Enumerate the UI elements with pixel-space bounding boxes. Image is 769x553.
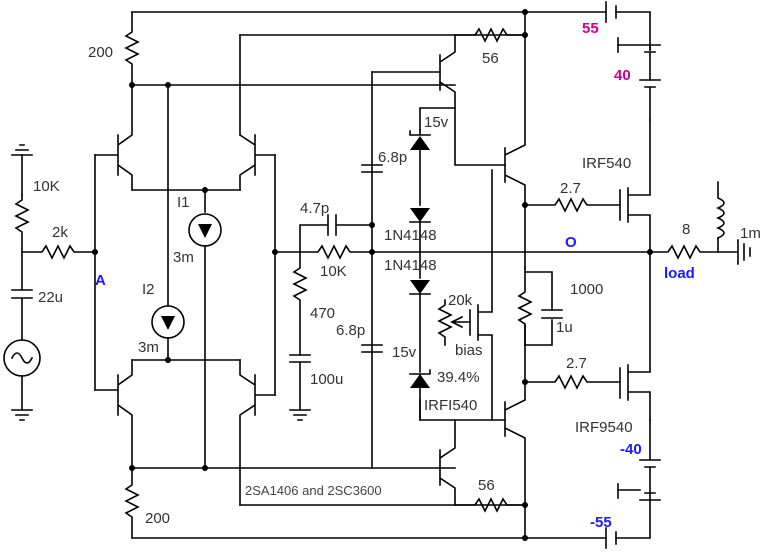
capacitor-22u — [11, 251, 33, 341]
mosfet-irfi540-bias — [469, 169, 493, 421]
label-r10k-input: 10K — [33, 178, 60, 195]
driver-transistor-top — [503, 11, 526, 269]
label-r200-bottom: 200 — [145, 510, 170, 527]
label-i1: I1 — [177, 194, 190, 211]
label-r56-top: 56 — [482, 50, 499, 67]
capacitor-6p8-top — [361, 164, 383, 173]
label-load: load — [664, 265, 695, 282]
mosfet-irf9540 — [619, 251, 651, 421]
label-i2-value: 3m — [138, 339, 159, 356]
resistor-2p7-top — [524, 197, 621, 213]
label-l1m: 1m — [740, 225, 761, 242]
label-r2k: 2k — [52, 224, 68, 241]
resistor-10k-fb — [299, 244, 373, 260]
label-c6p8-bottom: 6.8p — [336, 322, 365, 339]
label-diode-2: 1N4148 — [384, 257, 437, 274]
input-ground-top — [11, 144, 33, 196]
label-bias: bias — [455, 342, 483, 359]
label-transistor-types: 2SA1406 and 2SC3600 — [245, 483, 382, 498]
label-irf9540: IRF9540 — [575, 419, 633, 436]
label-r200-top: 200 — [88, 44, 113, 61]
battery-stack-top — [617, 37, 661, 121]
resistor-1000 — [517, 267, 533, 346]
label-vm55: -55 — [590, 514, 612, 531]
resistor-2p7-bottom — [524, 374, 621, 390]
label-i2: I2 — [142, 281, 155, 298]
resistor-200-bottom — [124, 469, 140, 539]
label-r2p7-bottom: 2.7 — [566, 355, 587, 372]
zener-15v-bottom — [409, 369, 431, 421]
resistor-8-load — [649, 244, 719, 260]
label-vm40: -40 — [620, 441, 642, 458]
capacitor-1u — [541, 309, 563, 319]
battery-stack-bottom — [617, 419, 661, 501]
label-irfi540: IRFI540 — [424, 397, 477, 414]
label-v40: 40 — [614, 67, 631, 84]
label-r2p7-top: 2.7 — [560, 180, 581, 197]
transistor-q1-top-left — [94, 84, 133, 191]
label-pot-20k: 20k — [448, 292, 473, 309]
capacitor-4p7 — [274, 214, 373, 253]
capacitor-6p8-bottom — [361, 344, 383, 353]
capacitor-100u — [289, 354, 311, 421]
resistor-2k — [21, 244, 96, 260]
diode-1n4148-bottom — [409, 280, 431, 373]
label-r10k-feedback: 10K — [320, 263, 347, 280]
label-c4p7: 4.7p — [300, 200, 329, 217]
label-i1-value: 3m — [173, 249, 194, 266]
resistor-10k-in — [14, 194, 30, 253]
signal-source — [3, 339, 41, 421]
label-r56-bottom: 56 — [478, 477, 495, 494]
label-r8: 8 — [682, 221, 690, 238]
transistor-q4-bottom-right — [239, 359, 276, 506]
transistor-q3-bottom-left — [94, 359, 133, 471]
label-diode-1: 1N4148 — [384, 227, 437, 244]
label-irf540: IRF540 — [582, 155, 631, 172]
current-source-i2 — [151, 84, 185, 361]
resistor-56-bottom — [454, 497, 526, 513]
label-node-a: A — [95, 272, 106, 289]
label-r1000: 1000 — [570, 281, 603, 298]
label-zener-15v-bottom: 15v — [392, 344, 417, 361]
label-r470: 470 — [310, 305, 335, 322]
label-node-o: O — [565, 234, 577, 251]
label-c6p8-top: 6.8p — [378, 149, 407, 166]
label-v55: 55 — [582, 20, 599, 37]
current-source-i1 — [188, 189, 222, 469]
inductor-1m — [715, 181, 751, 265]
bias-potentiometer — [437, 299, 471, 346]
transistor-q2-top-right — [238, 34, 276, 191]
resistor-56-top — [454, 27, 526, 43]
resistor-470 — [292, 251, 308, 356]
label-c22u: 22u — [38, 289, 63, 306]
label-bias-percent: 39.4% — [437, 369, 480, 386]
label-c1u: 1u — [556, 319, 573, 336]
driver-transistor-bottom — [503, 324, 526, 539]
label-c100u: 100u — [310, 371, 343, 388]
resistor-200-top — [124, 11, 140, 86]
diode-1n4148-top — [409, 208, 431, 279]
label-zener-15v-top: 15v — [424, 114, 449, 131]
zener-15v-top — [409, 129, 431, 206]
mosfet-irf540 — [619, 119, 651, 253]
